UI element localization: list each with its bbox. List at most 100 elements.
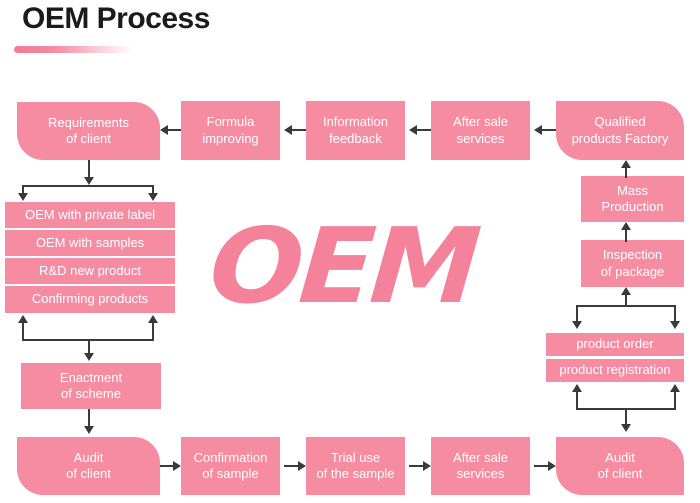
arrow-up-icon <box>572 384 582 392</box>
node-line-1: Qualified <box>594 114 646 130</box>
node-rd-new-product[interactable]: R&D new product <box>5 258 175 284</box>
connector-line <box>88 409 90 428</box>
arrow-right-icon <box>423 461 431 471</box>
node-enactment-of-scheme[interactable]: Enactment of scheme <box>21 363 161 409</box>
connector-line <box>576 305 578 323</box>
node-confirmation-of-sample[interactable]: Confirmation of sample <box>181 437 280 495</box>
arrow-up-icon <box>18 315 28 323</box>
node-line-2: of client <box>66 466 111 481</box>
node-line-2: of client <box>66 131 111 146</box>
arrow-down-icon <box>18 193 28 201</box>
node-line-1: Mass <box>616 182 649 198</box>
connector-line <box>160 465 173 467</box>
node-line-2: Production <box>601 199 664 214</box>
connector-line <box>576 392 578 410</box>
node-line-1: Information <box>322 114 389 130</box>
arrow-down-icon <box>84 177 94 185</box>
connector-line <box>284 465 298 467</box>
arrow-down-icon <box>572 321 582 329</box>
node-audit-of-client-right[interactable]: Audit of client <box>556 437 684 495</box>
node-line-2: improving <box>202 130 259 146</box>
connector-line <box>88 160 90 179</box>
connector-line <box>625 408 627 426</box>
node-label: product registration <box>559 362 671 378</box>
connector-line <box>164 129 181 131</box>
node-line-2: of package <box>600 263 665 279</box>
connector-line <box>674 392 676 410</box>
node-label: OEM with private label <box>24 206 156 222</box>
title-underline-bar <box>14 46 132 53</box>
arrow-left-icon <box>284 125 292 135</box>
node-oem-with-samples[interactable]: OEM with samples <box>5 230 175 256</box>
arrow-right-icon <box>548 461 556 471</box>
node-after-sale-services-top[interactable]: After sale services <box>431 101 530 160</box>
node-line-2: of the sample <box>316 466 395 481</box>
node-line-1: Trial use <box>330 449 381 465</box>
node-line-1: Formula <box>206 114 255 130</box>
node-label: R&D new product <box>39 262 141 278</box>
arrow-down-icon <box>84 426 94 434</box>
node-label: product order <box>576 336 654 352</box>
arrow-right-icon <box>173 461 181 471</box>
arrow-left-icon <box>534 125 542 135</box>
node-after-sale-services-bottom[interactable]: After sale services <box>431 437 530 495</box>
connector-line <box>88 339 90 355</box>
arrow-down-icon <box>84 353 94 361</box>
connector-line <box>534 465 548 467</box>
connector-line <box>625 295 627 307</box>
connector-bracket <box>22 185 154 187</box>
connector-line <box>625 230 627 242</box>
node-audit-of-client-left[interactable]: Audit of client <box>17 437 160 495</box>
oem-watermark: OEM <box>205 205 481 327</box>
arrow-up-icon <box>621 160 631 168</box>
arrow-left-icon <box>409 125 417 135</box>
node-line-2: products Factory <box>571 130 669 146</box>
connector-bracket <box>576 305 676 307</box>
connector-line <box>152 323 154 341</box>
arrow-down-icon <box>670 321 680 329</box>
node-inspection-of-package[interactable]: Inspection of package <box>581 240 684 287</box>
connector-line <box>288 129 306 131</box>
node-line-1: Confirmation <box>193 449 268 465</box>
connector-line <box>625 168 627 178</box>
arrow-up-icon <box>670 384 680 392</box>
node-formula-improving[interactable]: Formula improving <box>181 101 280 160</box>
node-product-order[interactable]: product order <box>546 333 684 356</box>
node-mass-production[interactable]: Mass Production <box>581 176 684 222</box>
node-label: OEM with samples <box>35 234 145 250</box>
arrow-left-icon <box>160 125 168 135</box>
node-trial-use-of-the-sample[interactable]: Trial use of the sample <box>306 437 405 495</box>
node-line-2: services <box>456 466 505 481</box>
node-line-1: Requirements <box>48 114 129 130</box>
arrow-down-icon <box>621 424 631 432</box>
node-oem-with-private-label[interactable]: OEM with private label <box>5 202 175 228</box>
connector-line <box>409 465 423 467</box>
connector-line <box>538 129 556 131</box>
node-line-2: services <box>456 130 505 146</box>
connector-line <box>674 305 676 323</box>
arrow-right-icon <box>298 461 306 471</box>
node-line-2: of sample <box>202 466 259 481</box>
arrow-up-icon <box>148 315 158 323</box>
connector-line <box>22 185 24 195</box>
node-line-1: Inspection <box>602 247 663 263</box>
node-line-1: After sale <box>453 114 508 130</box>
arrow-up-icon <box>621 287 631 295</box>
node-line-1: Enactment <box>59 369 123 385</box>
node-qualified-products-factory[interactable]: Qualified products Factory <box>556 101 684 160</box>
connector-line <box>413 129 431 131</box>
arrow-down-icon <box>148 193 158 201</box>
node-line-2: feedback <box>329 130 382 146</box>
node-line-1: Audit <box>605 449 635 465</box>
node-line-1: Audit <box>73 449 104 465</box>
connector-line <box>152 185 154 195</box>
node-requirements-of-client[interactable]: Requirements of client <box>17 102 160 160</box>
arrow-up-icon <box>621 222 631 230</box>
node-label: Confirming products <box>31 291 149 307</box>
node-information-feedback[interactable]: Information feedback <box>306 101 405 160</box>
node-line-2: of scheme <box>61 386 121 401</box>
connector-line <box>22 323 24 341</box>
node-line-2: of client <box>597 466 643 481</box>
node-product-registration[interactable]: product registration <box>546 359 684 382</box>
node-confirming-products[interactable]: Confirming products <box>5 286 175 313</box>
